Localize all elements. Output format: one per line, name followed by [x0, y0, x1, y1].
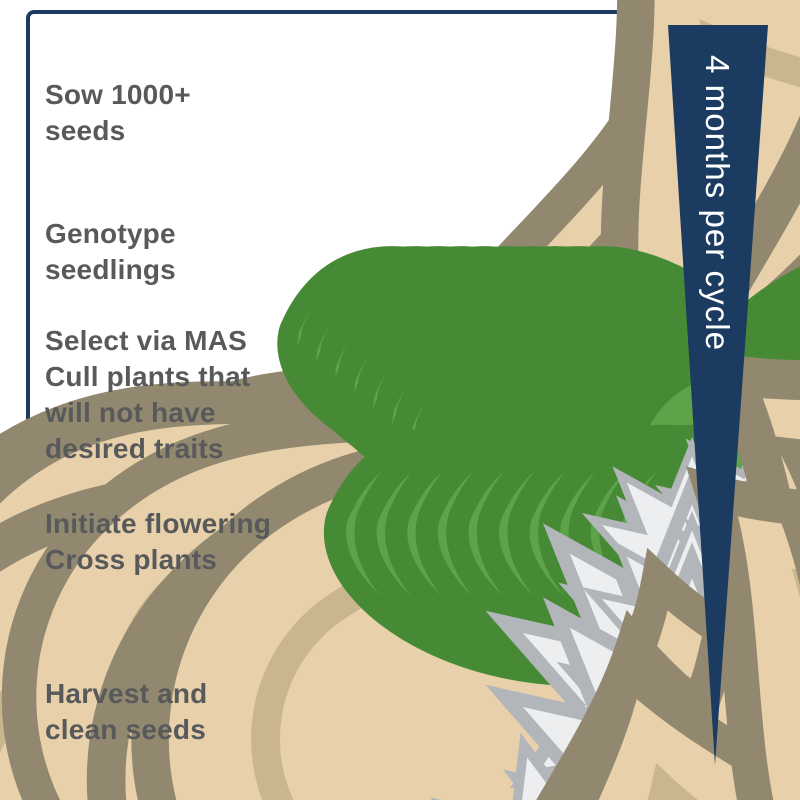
cycle-duration-funnel: 4 months per cycle	[668, 25, 768, 765]
step-label-harvest: Harvest and clean seeds	[45, 678, 208, 745]
step-label-select-mas: Select via MAS Cull plants that will not…	[45, 325, 251, 464]
funnel-triangle	[668, 25, 768, 765]
step-label-initiate-flowering: Initiate flowering Cross plants	[45, 508, 272, 575]
step-label-genotype: Genotype seedlings	[45, 218, 176, 285]
step-label-sow-seeds: Sow 1000+ seeds	[45, 79, 191, 146]
cycle-duration-label: 4 months per cycle	[699, 55, 736, 351]
